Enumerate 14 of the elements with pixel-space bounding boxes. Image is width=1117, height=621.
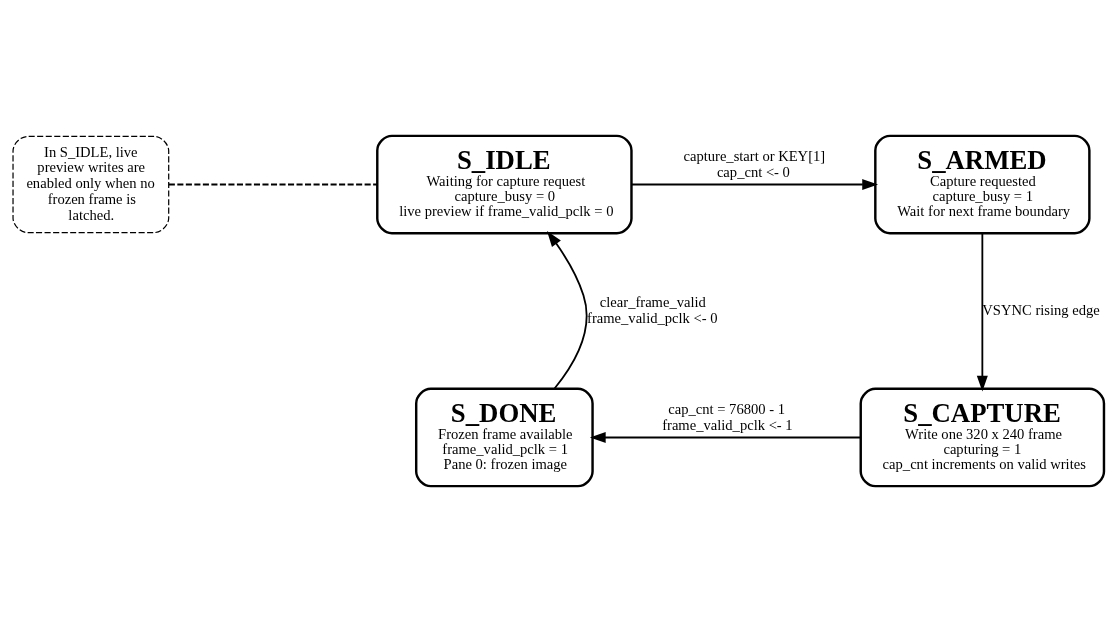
node-box: S_CAPTURE Write one 320 x 240 frame capturing = 1 cap_cnt increments on valid writes (859, 387, 1106, 487)
arrow (547, 230, 588, 389)
node-box: S_ARMED Capture requested capture_busy = 1 Wait for next frame boundary (874, 134, 1091, 234)
arrow (630, 178, 879, 190)
edge-label: capture_start or KEY[1] cap_cnt <- 0 (683, 147, 826, 180)
connector (167, 183, 379, 185)
arrow (976, 232, 988, 391)
edge-label: clear_frame_valid frame_valid_pclk <- 0 (587, 293, 718, 326)
node-box: S_IDLE Waiting for capture request capture_busy = 0 live preview if frame_valid_pclk = 0 (376, 134, 633, 234)
arrow (589, 431, 862, 443)
edge-label: VSYNC rising edge (982, 301, 1100, 318)
node-box: S_DONE Frozen frame available frame_valid_pclk = 1 Pane 0: frozen image (415, 387, 594, 487)
node-box: In S_IDLE, live preview writes are enabled only when no frozen frame is latched. (12, 135, 170, 233)
edge-label: cap_cnt = 76800 - 1 frame_valid_pclk <- 1 (662, 400, 793, 433)
